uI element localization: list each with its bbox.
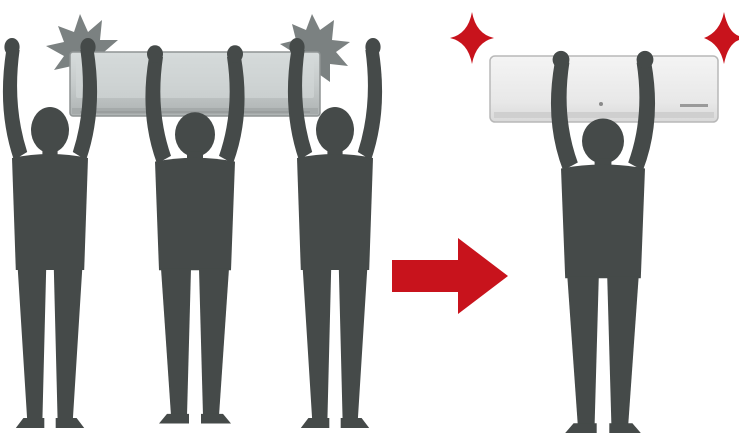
light-air-conditioner-unit [490, 56, 718, 122]
heavy-air-conditioner-unit [70, 52, 320, 116]
